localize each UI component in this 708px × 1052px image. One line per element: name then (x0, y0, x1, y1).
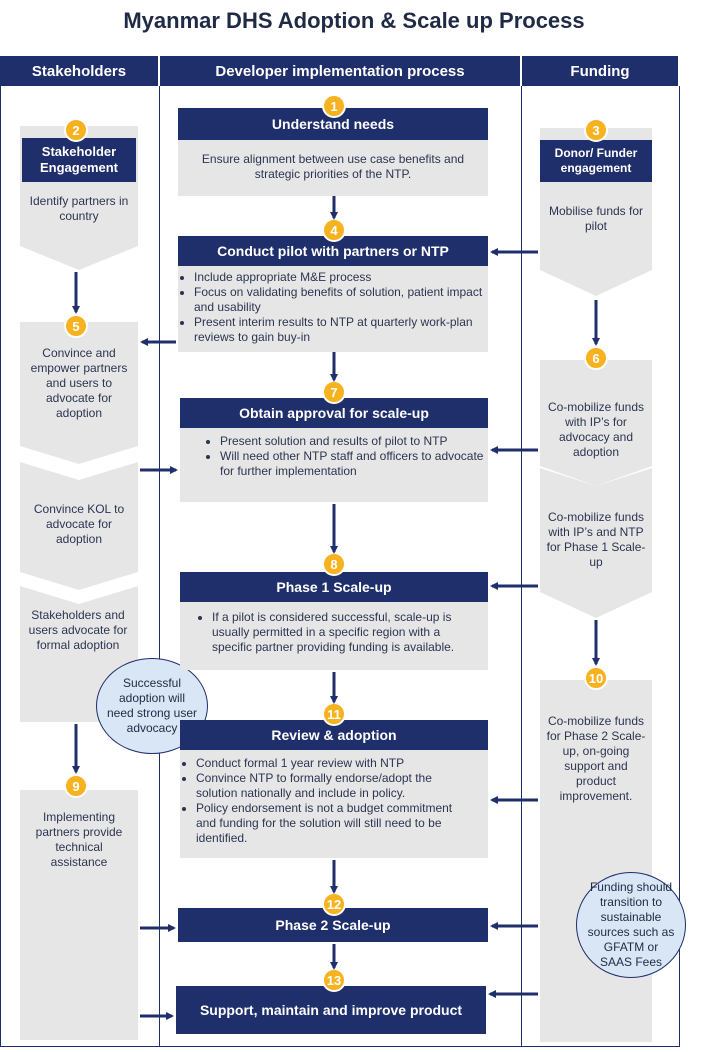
lane-divider-left (159, 86, 160, 1046)
understand-needs-body: Ensure alignment between use case benefi… (178, 140, 488, 196)
convince-partners-text: Convince and empower partners and users … (30, 346, 128, 420)
convince-kol-text: Convince KOL to advocate for adoption (33, 502, 125, 546)
review-body: Conduct formal 1 year review with NTP Co… (180, 750, 488, 858)
review-bullet: Convince NTP to formally endorse/adopt t… (196, 771, 472, 801)
step-badge-1: 1 (322, 94, 346, 118)
funding-transition-bubble: Funding should transition to sustainable… (576, 872, 686, 978)
pilot-bullet: Present interim results to NTP at quarte… (194, 315, 488, 345)
step-badge-4: 4 (322, 218, 346, 242)
convince-kol-block: Convince KOL to advocate for adoption (20, 462, 138, 590)
lane-divider-right (521, 86, 522, 1046)
step-badge-10: 10 (584, 666, 608, 690)
chevron-shape (20, 462, 138, 590)
review-bullet: Conduct formal 1 year review with NTP (196, 756, 472, 771)
understand-needs-text: Ensure alignment between use case benefi… (201, 152, 465, 181)
mobilise-funds-text: Mobilise funds for pilot (548, 204, 644, 233)
review-bullets: Conduct formal 1 year review with NTP Co… (180, 756, 488, 846)
formal-adoption-text: Stakeholders and users advocate for form… (28, 608, 128, 652)
step-badge-6: 6 (584, 346, 608, 370)
step-badge-3: 3 (584, 118, 608, 142)
pilot-bullet: Focus on validating benefits of solution… (194, 285, 488, 315)
step-badge-13: 13 (322, 968, 346, 992)
funder-engagement-title: Donor/ Funder engagement (540, 140, 652, 182)
chevron-shape (540, 360, 652, 486)
phase1-funds-text: Co-mobilize funds with IP’s and NTP for … (546, 510, 646, 569)
identify-partners-text: Identify partners in country (29, 194, 129, 223)
step-badge-5: 5 (64, 314, 88, 338)
technical-assistance-block: Implementing partners provide technical … (20, 790, 138, 1040)
approval-bullet: Present solution and results of pilot to… (220, 434, 488, 449)
approval-bullet: Will need other NTP staff and officers t… (220, 449, 488, 479)
pilot-bullet: Include appropriate M&E process (194, 270, 488, 285)
lane-header-developer: Developer implementation process (160, 56, 520, 86)
lane-frame (0, 86, 680, 1047)
chevron-shape (20, 322, 138, 464)
phase1-bullet: If a pilot is considered successful, sca… (212, 610, 468, 655)
pilot-bullets: Include appropriate M&E process Focus on… (178, 270, 488, 345)
step-badge-2: 2 (64, 118, 88, 142)
phase1-funds-block: Co-mobilize funds with IP’s and NTP for … (540, 468, 652, 618)
approval-body: Present solution and results of pilot to… (180, 428, 488, 502)
approval-bullets: Present solution and results of pilot to… (180, 434, 488, 479)
phase2-funds-text: Co-mobilize funds for Phase 2 Scale-up, … (546, 714, 646, 803)
lane-header-funding: Funding (522, 56, 678, 86)
phase2-funds-block: Co-mobilize funds for Phase 2 Scale-up, … (540, 680, 652, 1042)
stakeholder-engagement-title: Stakeholder Engagement (22, 138, 136, 182)
phase1-header: Phase 1 Scale-up (180, 572, 488, 602)
step-badge-9: 9 (64, 774, 88, 798)
lane-header-stakeholders: Stakeholders (0, 56, 158, 86)
phase1-bullets: If a pilot is considered successful, sca… (180, 610, 488, 655)
support-header: Support, maintain and improve product (176, 986, 486, 1034)
phase1-body: If a pilot is considered successful, sca… (180, 602, 488, 670)
convince-partners-block: Convince and empower partners and users … (20, 322, 138, 464)
advocacy-funds-block: Co-mobilize funds with IP’s for advocacy… (540, 360, 652, 486)
stakeholder-engagement-block: Stakeholder Engagement Identify partners… (20, 126, 138, 270)
technical-assistance-text: Implementing partners provide technical … (35, 810, 123, 869)
review-bullet: Policy endorsement is not a budget commi… (196, 801, 472, 846)
chevron-shape (540, 468, 652, 618)
pilot-body: Include appropriate M&E process Focus on… (178, 266, 488, 352)
funder-engagement-block: Donor/ Funder engagement Mobilise funds … (540, 128, 652, 296)
page-title: Myanmar DHS Adoption & Scale up Process (123, 8, 585, 33)
advocacy-funds-text: Co-mobilize funds with IP’s for advocacy… (547, 400, 645, 459)
